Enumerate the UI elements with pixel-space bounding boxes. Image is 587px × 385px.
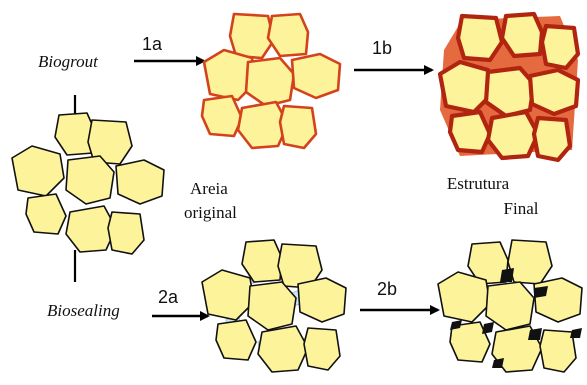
estrutura-final-line1: Estrutura (447, 174, 510, 193)
estrutura-final-line2: Final (504, 199, 539, 218)
seal-deposit (570, 328, 582, 338)
sealed-grain (534, 278, 582, 322)
cemented-grain (502, 14, 542, 56)
cemented-grain (534, 118, 570, 160)
coated-grain (280, 106, 316, 148)
sand-grain (108, 212, 144, 254)
biosealing-final-structure (438, 240, 582, 372)
coated-grain (246, 58, 294, 106)
biogrout-final-structure (440, 14, 578, 160)
sealed-grain (508, 240, 552, 284)
biosealing-label: Biosealing (47, 301, 120, 320)
coated-grain (268, 14, 308, 56)
cemented-grain (458, 16, 502, 60)
sand-grain (202, 270, 254, 320)
sand-grains (12, 113, 164, 254)
sand-grain (12, 146, 64, 196)
step-2b-label: 2b (377, 279, 397, 299)
seal-deposit (482, 322, 494, 334)
step-1a-label: 1a (142, 34, 163, 54)
sand-grain (242, 240, 282, 282)
cemented-grain (488, 112, 538, 158)
coated-grain (292, 54, 340, 98)
biogrout-intermediate-cluster (202, 14, 340, 148)
sand-grain (304, 328, 340, 370)
step-1b-label: 1b (372, 38, 392, 58)
cemented-grain (486, 68, 534, 116)
sand-grain (26, 194, 66, 234)
sand-grain (216, 320, 256, 360)
biosealing-intermediate-cluster (202, 240, 346, 372)
cemented-grain (530, 70, 578, 114)
biogrout-label: Biogrout (38, 52, 99, 71)
coated-grain (202, 96, 242, 136)
sand-grain (258, 326, 308, 372)
areia-original-line1: Areia (190, 179, 228, 198)
original-sand-cluster (12, 95, 164, 282)
sand-grain (66, 156, 114, 204)
seal-deposit (492, 358, 504, 368)
sand-grain (298, 278, 346, 322)
cemented-grain (450, 112, 490, 152)
seal-deposit (500, 268, 514, 282)
areia-original-line2: original (184, 203, 237, 222)
step-2a-label: 2a (158, 287, 179, 307)
cemented-grain (440, 62, 492, 112)
sand-grain (248, 282, 296, 330)
cemented-grain (542, 26, 578, 68)
sand-grain (116, 160, 164, 204)
sealed-grain (438, 272, 490, 322)
